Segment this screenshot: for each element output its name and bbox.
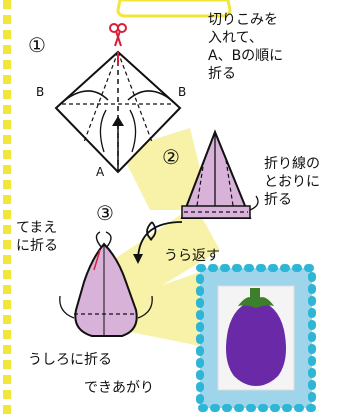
step2-figure — [180, 129, 259, 219]
label-dekiagari: できあがり — [84, 380, 154, 396]
step1-line2: 入れて、 — [208, 30, 263, 46]
step3-number: ③ — [96, 201, 114, 225]
label-a: A — [96, 165, 105, 179]
step2-line2: とおりに — [264, 174, 320, 190]
step2-line3: 折る — [264, 192, 292, 208]
step3-figure — [59, 231, 153, 337]
curved-arrow-icon — [133, 221, 183, 264]
highlight-2-3 — [110, 205, 220, 305]
label-b-left: B — [36, 85, 45, 99]
eggplant-icon — [226, 300, 286, 386]
step2-line1: 折り線の — [264, 156, 320, 172]
label-ushiro: うしろに折る — [28, 352, 112, 368]
highlight-1-2 — [120, 128, 210, 210]
step1-line4: 折る — [208, 66, 236, 82]
step1-line3: A、Bの順に — [208, 48, 284, 64]
flip-icon — [146, 221, 157, 241]
step1-line1: 切りこみを — [208, 12, 278, 28]
step1-figure — [54, 50, 182, 174]
label-mae-line2: に折る — [16, 238, 58, 254]
label-ura: うら返す — [164, 248, 220, 264]
label-mae-line1: てまえ — [16, 220, 58, 236]
label-b-right: B — [178, 85, 187, 99]
scissors-icon — [109, 23, 127, 47]
stem-icon — [238, 297, 274, 308]
top-tab — [116, 0, 232, 18]
highlight-3-final — [120, 265, 220, 350]
step1-number: ① — [28, 33, 46, 57]
step2-number: ② — [162, 145, 180, 169]
finished-eggplant-frame — [196, 264, 316, 412]
